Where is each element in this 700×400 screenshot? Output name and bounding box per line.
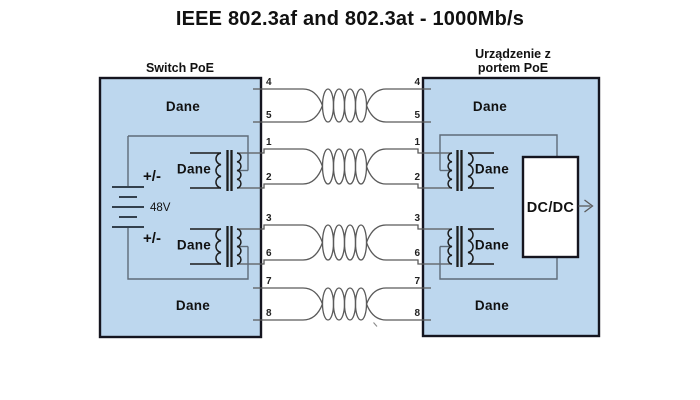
voltage-label: 48V [150,202,171,214]
pin-4-right: 4 [414,77,420,88]
switch-dane-bottom-label: Dane [176,298,210,313]
twisted-pair-4-5: 4 5 4 5 [253,77,431,123]
device-dane-transformer2-label: Dane [475,238,509,253]
transformer-icon [190,226,242,267]
switch-dane-transformer1-label: Dane [177,162,211,177]
stray-mark [373,322,378,327]
pin-8-left: 8 [266,308,272,319]
device-dane-bottom-label: Dane [475,298,509,313]
dcdc-label: DC/DC [527,200,575,216]
polarity-top-label: +/- [143,168,161,185]
polarity-bottom-label: +/- [143,230,161,247]
switch-power-loop [127,135,249,280]
transformer-icon [190,150,242,191]
switch-dane-top-label: Dane [166,99,200,114]
switch-poe-title: Switch PoE [146,61,214,75]
twist-icon [321,148,368,185]
pin-6-left: 6 [266,248,272,259]
pin-8-right: 8 [414,308,420,319]
transformer-icon [447,226,494,267]
twisted-pair-1-2: 1 2 1 2 [237,137,452,189]
diagram-title: IEEE 802.3af and 802.3at - 1000Mb/s [176,8,524,30]
pin-3-left: 3 [266,213,272,224]
device-poe-title-line1: Urządzenie z [475,47,551,61]
pin-2-left: 2 [266,172,272,183]
twist-icon [321,224,368,261]
twist-icon [321,88,368,123]
device-dane-transformer1-label: Dane [475,162,509,177]
pin-7-right: 7 [414,276,420,287]
twisted-pair-7-8: 7 8 7 8 [253,276,431,321]
pin-3-right: 3 [414,213,420,224]
twisted-pair-3-6: 3 6 3 6 [237,213,452,265]
pin-7-left: 7 [266,276,272,287]
pin-1-left: 1 [266,137,272,148]
twist-icon [321,287,368,321]
dcdc-converter-box [521,155,580,259]
pin-5-right: 5 [414,110,420,121]
pin-4-left: 4 [266,77,272,88]
transformer-icon [447,150,494,191]
pin-1-right: 1 [414,137,420,148]
dcdc-output-arrow-icon [578,199,594,213]
pin-2-right: 2 [414,172,420,183]
device-poe-title-line2: portem PoE [478,61,548,75]
switch-dane-transformer2-label: Dane [177,238,211,253]
pin-6-right: 6 [414,248,420,259]
device-dane-top-label: Dane [473,99,507,114]
battery-48v-icon [112,186,144,228]
pin-5-left: 5 [266,110,272,121]
